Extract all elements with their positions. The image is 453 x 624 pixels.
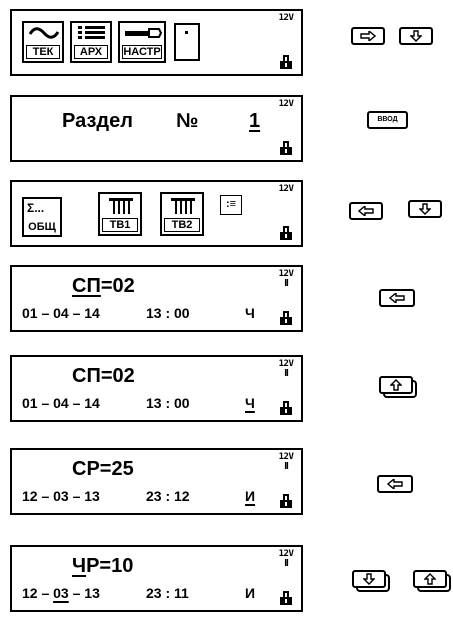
param-unit[interactable]: Ч	[245, 395, 255, 411]
param-time: 23 : 12	[146, 488, 190, 504]
lock-icon	[280, 591, 292, 605]
status-area: 12V II	[277, 359, 295, 379]
tile-nastr[interactable]: НАСТР	[118, 21, 166, 63]
voltage-indicator: 12V	[278, 13, 294, 23]
tile-nastr-label: НАСТР	[122, 45, 162, 59]
param-date: 12 – 03 – 13	[22, 585, 100, 601]
menu-icon[interactable]: :≡	[220, 195, 242, 215]
display-param-sp-1: СП=02 01 – 04 – 14 13 : 00 Ч 12V II	[10, 265, 303, 332]
pause-indicator: II	[284, 461, 289, 472]
radiator-icon	[171, 198, 195, 214]
status-area: 12V	[277, 13, 295, 23]
section-label: Раздел	[62, 110, 133, 132]
sine-wave-icon	[28, 27, 60, 39]
key-left[interactable]	[377, 475, 413, 493]
section-number-value[interactable]: 1	[249, 110, 261, 132]
arrow-left-icon	[357, 204, 374, 218]
tile-blank[interactable]	[174, 23, 200, 61]
param-unit: Ч	[245, 305, 255, 321]
arrow-down-icon	[409, 30, 423, 42]
param-unit[interactable]: И	[245, 488, 256, 504]
key-up[interactable]	[379, 376, 413, 394]
voltage-indicator: 12V	[278, 359, 294, 369]
voltage-indicator: 12V	[278, 184, 294, 194]
param-time: 13 : 00	[146, 305, 190, 321]
key-down[interactable]	[399, 27, 433, 45]
voltage-indicator: 12V	[278, 452, 294, 462]
lock-icon	[280, 311, 292, 325]
display-param-sr: СР=25 12 – 03 – 13 23 : 12 И 12V II	[10, 448, 303, 515]
tile-tek[interactable]: ТЕК	[22, 21, 64, 63]
display-section: Раздел № 1 12V	[10, 95, 303, 162]
lock-icon	[280, 226, 292, 240]
dot-icon	[185, 31, 188, 34]
pause-indicator: II	[284, 368, 289, 379]
tile-tek-label: ТЕК	[26, 45, 60, 59]
key-right[interactable]	[351, 27, 385, 45]
pause-indicator: II	[284, 278, 289, 289]
param-name: ЧР=10	[72, 555, 134, 577]
pause-indicator: II	[284, 558, 289, 569]
tile-tv1[interactable]: ТВ1	[98, 192, 142, 236]
param-time: 23 : 11	[146, 585, 189, 601]
number-sign: №	[176, 110, 199, 132]
voltage-indicator: 12V	[278, 99, 294, 109]
param-date: 01 – 04 – 14	[22, 395, 100, 411]
sigma-icon: Σ...	[27, 201, 45, 215]
tile-tv2[interactable]: ТВ2	[160, 192, 204, 236]
lock-icon	[280, 55, 292, 69]
arrow-down-icon	[362, 573, 376, 585]
display-main-menu: ТЕК АРХ НАСТР 12V	[10, 9, 303, 76]
radiator-icon	[109, 198, 133, 214]
wrench-icon	[125, 28, 163, 38]
param-name: СП=02	[72, 365, 135, 387]
key-left[interactable]	[379, 289, 415, 307]
voltage-indicator: 12V	[278, 269, 294, 279]
status-area: 12V	[277, 99, 295, 109]
status-area: 12V II	[277, 452, 295, 472]
display-param-chr: ЧР=10 12 – 03 – 13 23 : 11 И 12V II	[10, 545, 303, 612]
arrow-up-icon	[423, 573, 437, 585]
param-date: 01 – 04 – 14	[22, 305, 100, 321]
arrow-right-icon	[360, 29, 377, 43]
tile-obsh-label: ОБЩ	[28, 221, 56, 233]
key-down[interactable]	[408, 200, 442, 218]
key-left[interactable]	[349, 202, 383, 220]
param-date: 12 – 03 – 13	[22, 488, 100, 504]
display-param-sp-2: СП=02 01 – 04 – 14 13 : 00 Ч 12V II	[10, 355, 303, 422]
param-name: СР=25	[72, 458, 134, 480]
lock-icon	[280, 494, 292, 508]
lock-icon	[280, 401, 292, 415]
display-heat-inputs: Σ... ОБЩ ТВ1 ТВ2 :≡ 12V	[10, 180, 303, 247]
arrow-left-icon	[388, 291, 405, 305]
status-area: 12V II	[277, 269, 295, 289]
status-area: 12V	[277, 184, 295, 194]
arrow-left-icon	[386, 477, 403, 491]
tile-obsh[interactable]: Σ... ОБЩ	[22, 197, 62, 237]
tile-tv1-label: ТВ1	[102, 218, 138, 232]
list-icon	[78, 26, 105, 39]
voltage-indicator: 12V	[278, 549, 294, 559]
tile-arh[interactable]: АРХ	[70, 21, 112, 63]
param-name: СП=02	[72, 275, 135, 297]
key-down[interactable]	[352, 570, 386, 588]
key-enter[interactable]: ВВОД	[367, 111, 408, 129]
lock-icon	[280, 141, 292, 155]
tile-tv2-label: ТВ2	[164, 218, 200, 232]
tile-arh-label: АРХ	[74, 45, 108, 59]
key-up[interactable]	[413, 570, 447, 588]
arrow-up-icon	[389, 379, 403, 391]
param-time: 13 : 00	[146, 395, 190, 411]
arrow-down-icon	[418, 203, 432, 215]
status-area: 12V II	[277, 549, 295, 569]
param-unit: И	[245, 585, 256, 601]
